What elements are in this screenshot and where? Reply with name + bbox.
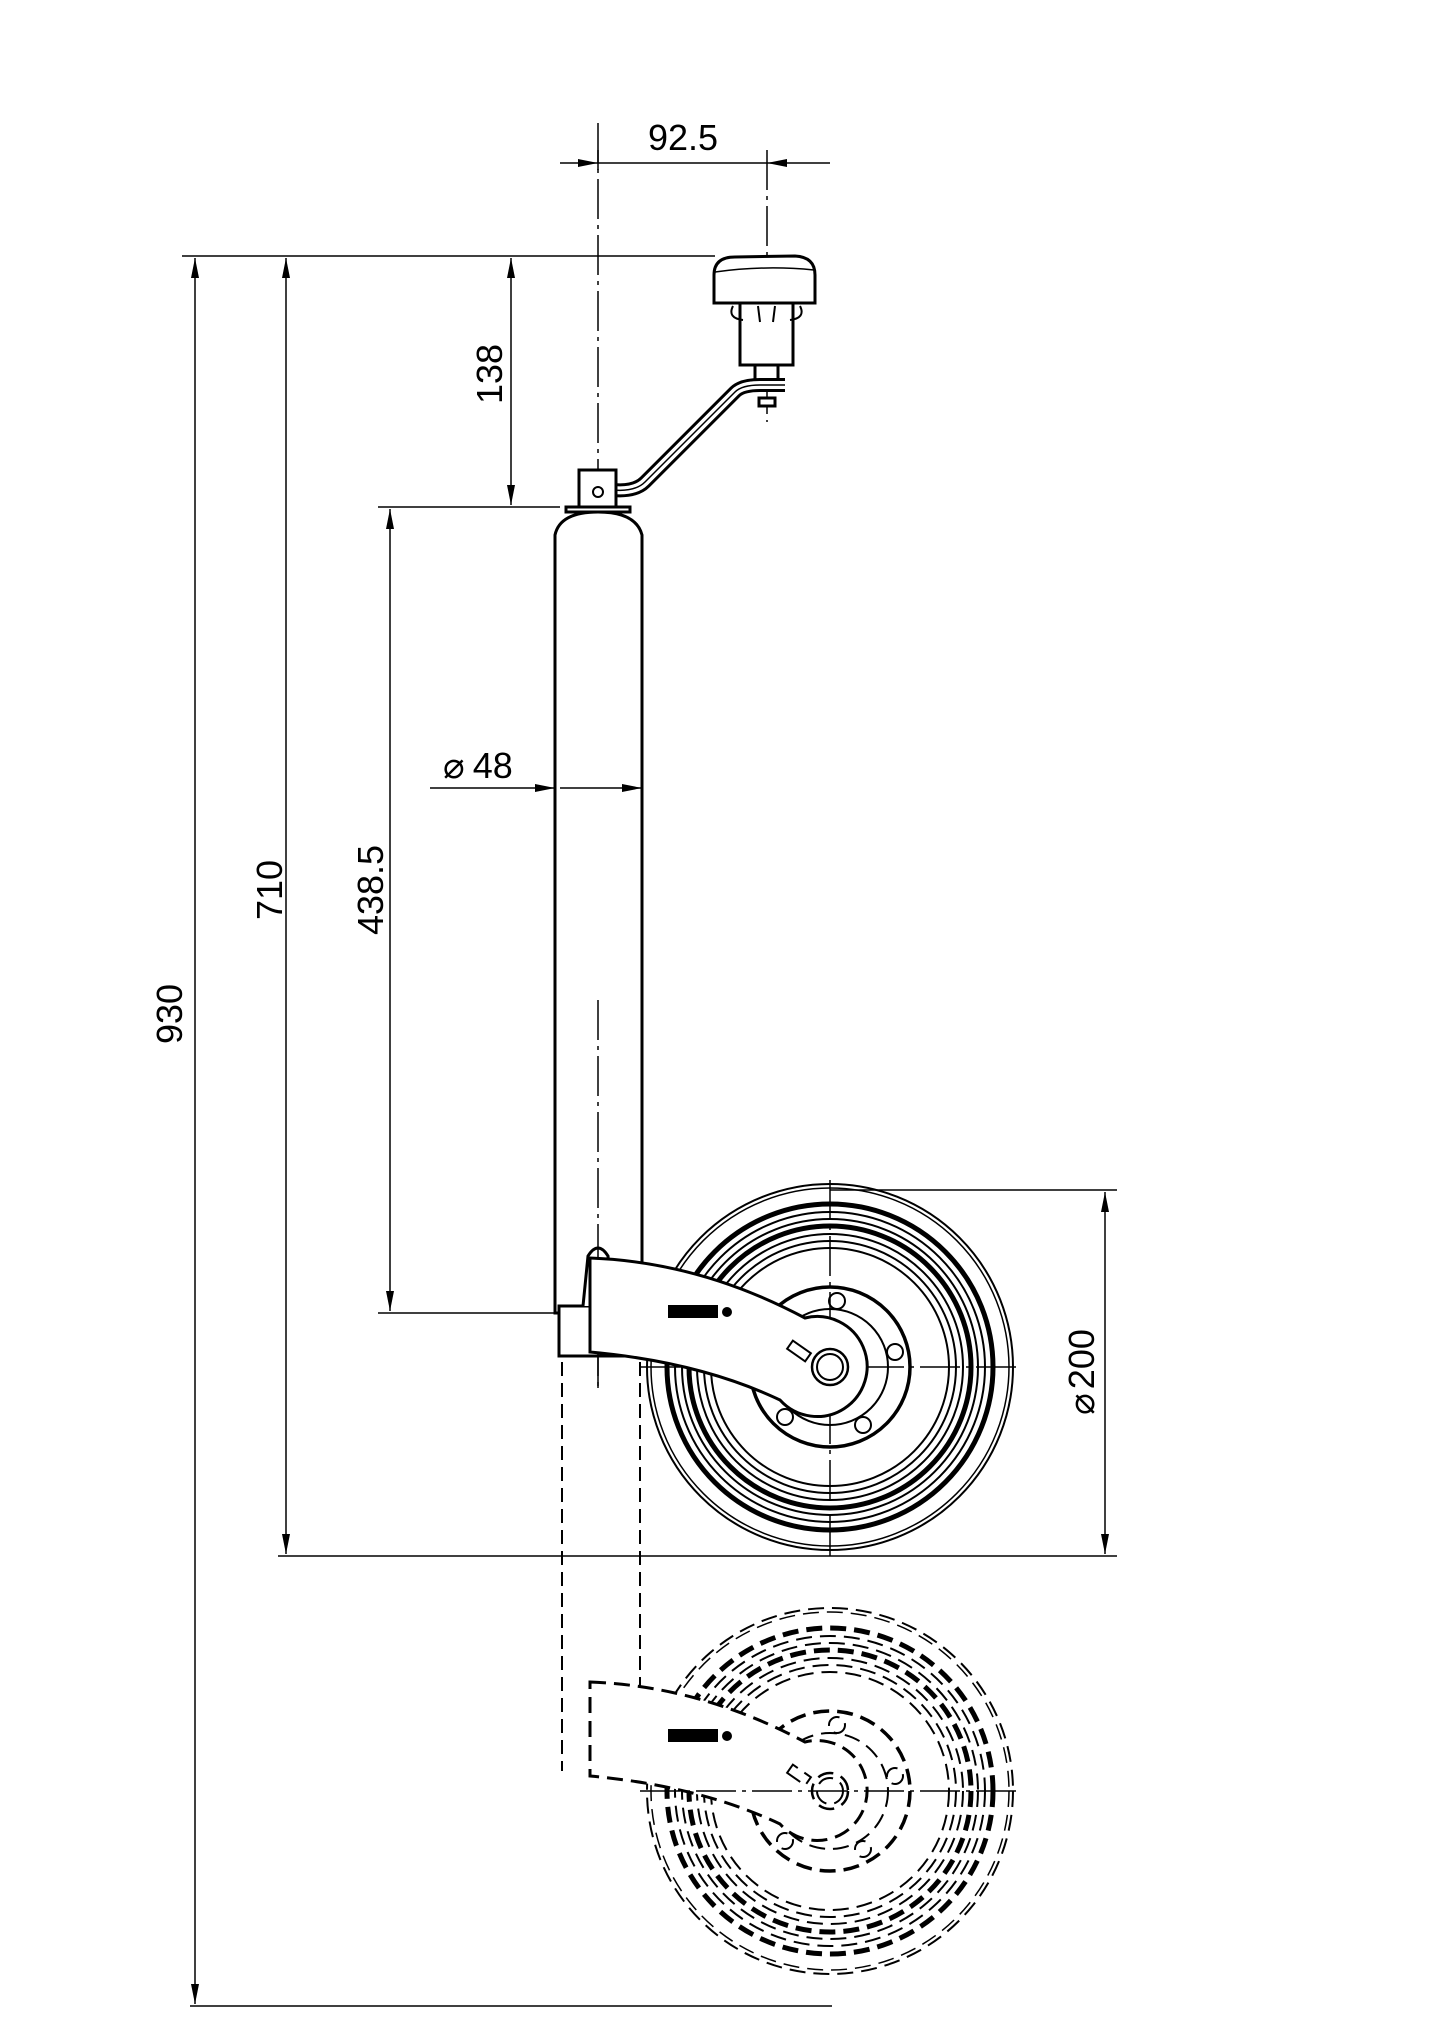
dim-200-label: ⌀ 200 xyxy=(1061,1329,1102,1415)
diameter-symbol: ⌀ xyxy=(1061,1393,1102,1415)
dim-930-label: 930 xyxy=(149,984,190,1044)
dim-438-5-label: 438.5 xyxy=(350,845,391,935)
dim-92-5-label: 92.5 xyxy=(648,117,718,158)
dim-710-label: 710 xyxy=(249,860,290,920)
crank-arm xyxy=(612,378,785,498)
diameter-symbol: ⌀ xyxy=(443,745,465,786)
jack-tube xyxy=(553,468,644,1358)
dim-48-value: 48 xyxy=(473,745,513,786)
dim-138-label: 138 xyxy=(469,344,510,404)
dim-48-label: ⌀48 xyxy=(443,745,513,786)
dim-200-value: 200 xyxy=(1061,1329,1102,1389)
crank-handle-knob xyxy=(712,254,817,408)
